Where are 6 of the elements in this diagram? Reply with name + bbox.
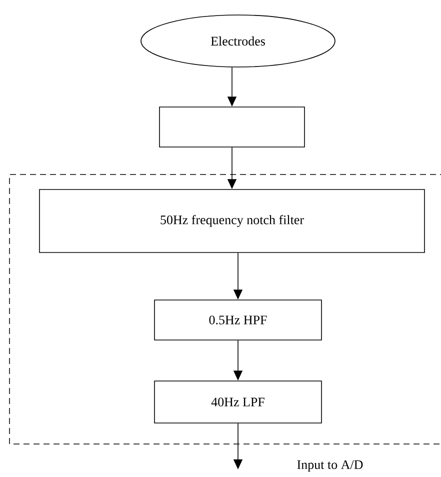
note-label: Input to A/D <box>297 460 363 472</box>
dashed-frame <box>9 174 441 444</box>
process-box: 0.5Hz HPF <box>154 300 322 340</box>
process-box: 50Hz frequency notch filter <box>39 189 425 253</box>
process-box: 40Hz LPF <box>154 380 322 424</box>
process-box <box>159 106 305 148</box>
